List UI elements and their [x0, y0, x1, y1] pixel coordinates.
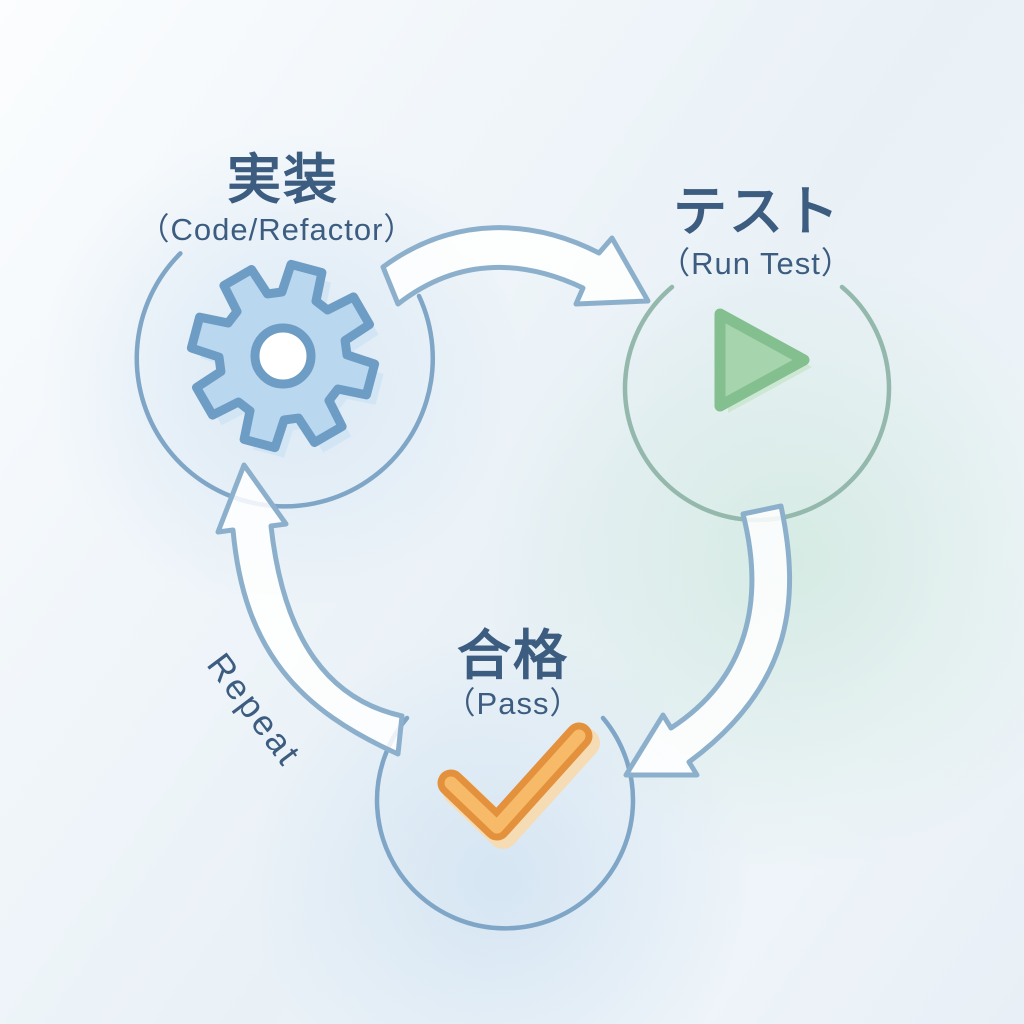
implement-node-title: 実装 [227, 150, 339, 210]
pass-node-title: 合格 [457, 626, 569, 686]
check-icon [437, 722, 600, 849]
arrow-pass-to-implement [215, 462, 405, 757]
gear-icon [186, 259, 384, 458]
play-icon [714, 308, 812, 413]
gear-icon-hole [250, 323, 316, 389]
play-icon-body [714, 308, 810, 412]
test-node-subtitle: （Run Test） [659, 246, 853, 281]
test-node-title: テスト [673, 182, 841, 242]
arrow-implement-to-test [380, 225, 651, 307]
arrow-test-to-pass [623, 503, 793, 778]
check-icon-fill [444, 729, 586, 834]
pass-node-ring [374, 715, 636, 931]
pass-node-subtitle: （Pass） [445, 686, 582, 721]
implement-node-subtitle: （Code/Refactor） [139, 212, 416, 247]
